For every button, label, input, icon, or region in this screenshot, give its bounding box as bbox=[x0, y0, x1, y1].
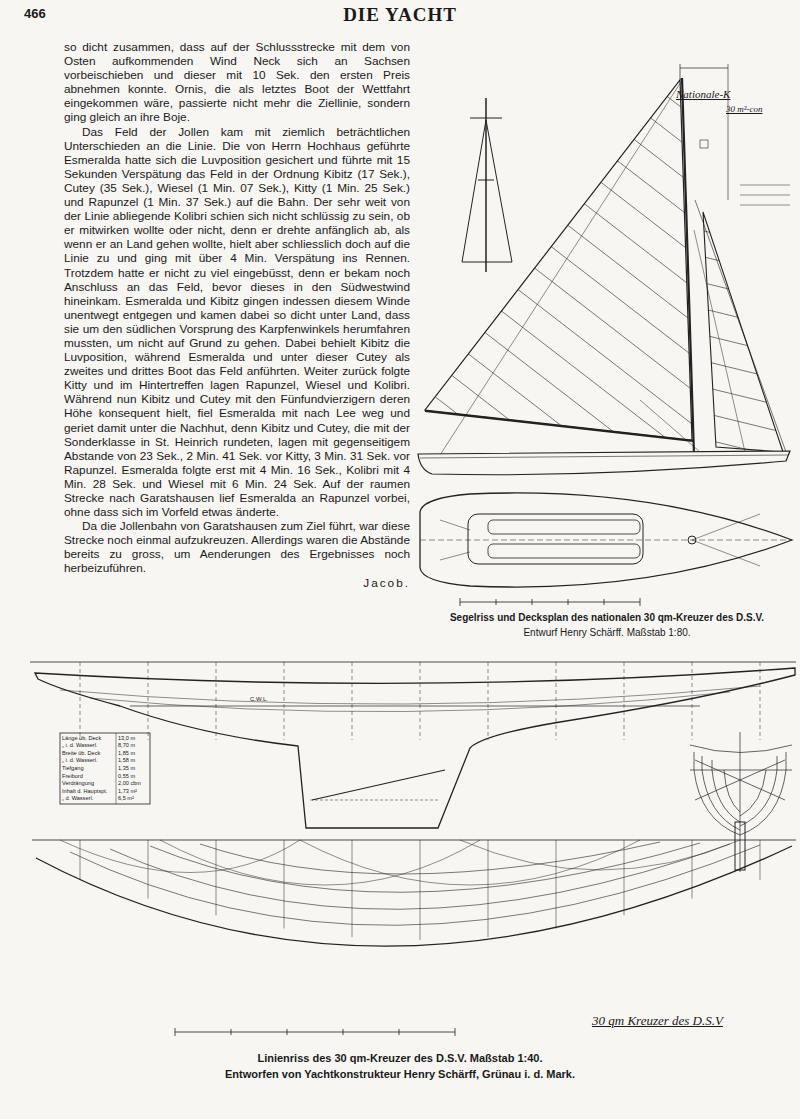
table-cell: Freibord bbox=[62, 773, 115, 780]
sail-plan bbox=[418, 64, 800, 654]
scale-bar bbox=[175, 1028, 455, 1036]
drawing-line bbox=[692, 662, 693, 740]
drawing-line bbox=[80, 840, 81, 880]
drawing-line bbox=[488, 840, 489, 937]
drawing-line bbox=[700, 282, 790, 304]
drawing-line bbox=[700, 360, 790, 382]
drawing-line bbox=[624, 662, 625, 740]
table-cell: „ d. Wasserl. bbox=[62, 795, 115, 802]
drawing-line bbox=[700, 386, 790, 408]
drawing-line bbox=[700, 230, 790, 252]
lines-plan-profile bbox=[30, 662, 796, 828]
body-plan bbox=[690, 732, 792, 872]
drawing-line bbox=[760, 662, 761, 740]
table-cell: Tiefgang bbox=[62, 765, 115, 772]
drawing-line bbox=[760, 840, 761, 880]
deck-plan bbox=[420, 493, 792, 587]
drawing-line bbox=[556, 662, 557, 740]
drawing-line bbox=[448, 372, 784, 632]
table-cell: 2,00 cbm bbox=[118, 780, 149, 787]
table-cell: „ i. d. Wasserl. bbox=[62, 742, 115, 749]
drawing-line bbox=[216, 840, 217, 915]
drawing-line bbox=[80, 662, 81, 740]
table-cell: 1,85 m bbox=[118, 750, 149, 757]
figure-caption: Linienriss des 30 qm-Kreuzer des D.S.V. … bbox=[0, 1052, 800, 1065]
drawing-line bbox=[700, 334, 790, 356]
drawing-line bbox=[284, 662, 285, 740]
drawing-line bbox=[692, 840, 693, 899]
figure-caption: Segelriss und Decksplan des nationalen 3… bbox=[416, 612, 798, 624]
half-breadth-plan bbox=[32, 840, 796, 946]
drawing-line bbox=[352, 662, 353, 740]
scale-bar bbox=[460, 598, 640, 606]
author-signature: Jacob. bbox=[64, 576, 410, 590]
drawing-line bbox=[624, 840, 625, 915]
drawing-line bbox=[464, 351, 800, 611]
table-cell: 8,70 m bbox=[118, 742, 149, 749]
drawing-line bbox=[498, 308, 800, 568]
drawing-line bbox=[216, 662, 217, 740]
text-column: so dicht zusammen, dass auf der Schlusss… bbox=[64, 40, 410, 590]
table-cell: „ i. d. Wasserl. bbox=[62, 757, 115, 764]
table-cell: Breite üb. Deck bbox=[62, 750, 115, 757]
table-cell: 0,55 m bbox=[118, 773, 149, 780]
handwritten-note: 30 m²-con bbox=[726, 104, 762, 115]
drawing-line bbox=[284, 840, 285, 929]
drawing-line bbox=[700, 256, 790, 278]
drawing-line bbox=[597, 179, 800, 439]
drawing-line bbox=[531, 265, 800, 525]
drawing-line bbox=[420, 840, 421, 940]
figure-caption: Entworfen von Yachtkonstrukteur Henry Sc… bbox=[0, 1068, 800, 1081]
rig-detail bbox=[462, 98, 512, 272]
drawing-line bbox=[630, 136, 800, 396]
table-cell: Länge üb. Deck bbox=[62, 735, 115, 742]
table-cell: Inhalt d. Hauptspt. bbox=[62, 788, 115, 795]
drawing-line bbox=[148, 662, 149, 740]
drawing-line bbox=[700, 308, 790, 330]
table-cell: Verdrängung bbox=[62, 780, 115, 787]
table-border bbox=[60, 733, 150, 804]
drawing-line bbox=[514, 286, 800, 546]
page-number: 466 bbox=[24, 6, 46, 22]
handwritten-note: Nationale-K bbox=[676, 88, 730, 101]
table-cell: 13,0 m bbox=[118, 735, 149, 742]
handwritten-note: 30 qm Kreuzer des D.S.V bbox=[592, 1013, 723, 1029]
drawing-line bbox=[556, 840, 557, 929]
figure-caption: Entwurf Henry Schärff. Maßstab 1:80. bbox=[416, 627, 798, 639]
article-paragraph: Das Feld der Jollen kam mit ziemlich bet… bbox=[64, 125, 410, 520]
article-paragraph: so dicht zusammen, dass auf der Schlusss… bbox=[64, 40, 410, 125]
table-cell: 1,73 m² bbox=[118, 788, 149, 795]
table-cell: 1,35 m bbox=[118, 765, 149, 772]
page-header: DIE YACHT bbox=[0, 4, 800, 27]
table-cell: 6,5 m² bbox=[118, 795, 149, 802]
drawing-line bbox=[148, 840, 149, 899]
drawing-line bbox=[647, 115, 800, 375]
drawing-line bbox=[700, 412, 790, 434]
waterline-label: C.W.L. bbox=[250, 696, 268, 703]
drawing-line bbox=[488, 662, 489, 740]
table-cell: 1,58 m bbox=[118, 757, 149, 764]
drawing-line bbox=[420, 662, 421, 740]
drawing-line bbox=[352, 840, 353, 937]
article-paragraph: Da die Jollenbahn von Garatshausen zum Z… bbox=[64, 519, 410, 575]
